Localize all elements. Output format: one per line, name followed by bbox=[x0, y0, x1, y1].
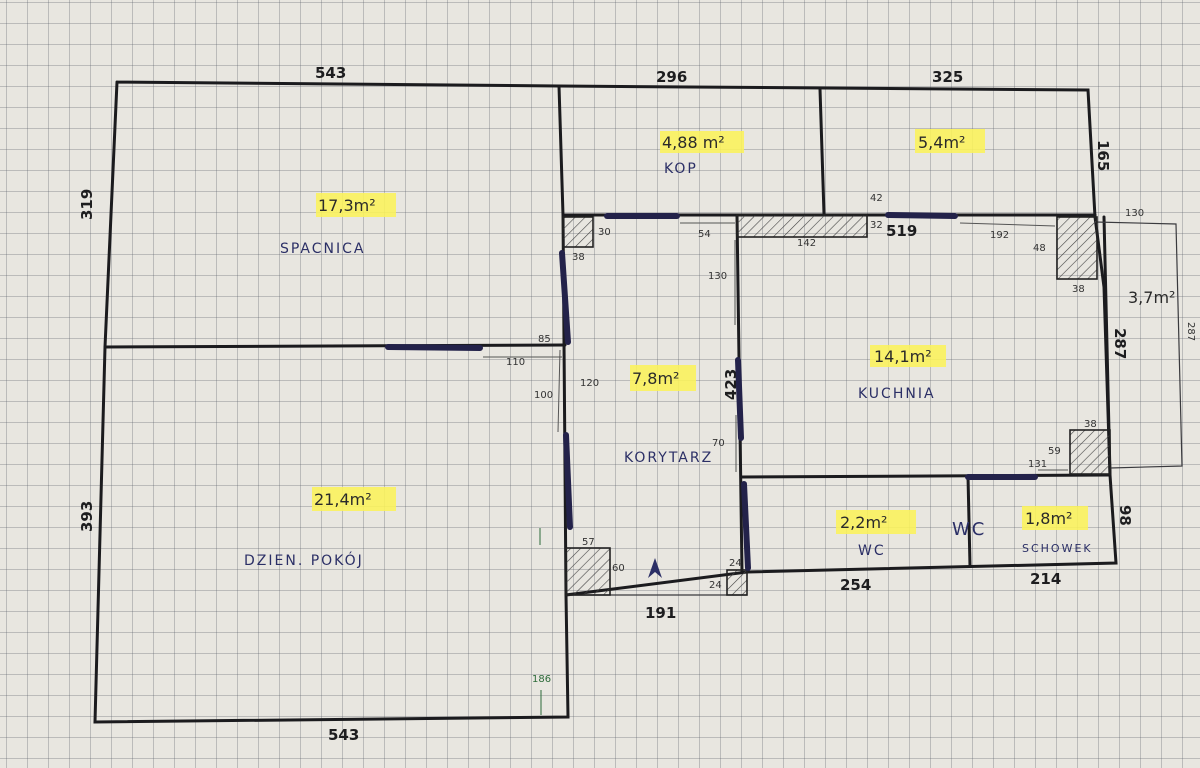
room-54-area: 5,4m² bbox=[918, 133, 965, 152]
sd-24b: 24 bbox=[709, 580, 722, 591]
room-korytarz-area: 7,8m² bbox=[632, 369, 679, 388]
dim-mid-423: 423 bbox=[722, 369, 740, 400]
wall-pantry-outline bbox=[1094, 221, 1183, 469]
dimension-arrows bbox=[483, 222, 1068, 715]
sd-48: 48 bbox=[1033, 243, 1046, 254]
sd-38a: 38 bbox=[572, 252, 585, 263]
dim-bottom-214: 214 bbox=[1030, 570, 1061, 588]
column-hatched-4 bbox=[1069, 429, 1111, 475]
columns bbox=[562, 214, 1111, 596]
dim-right-mid: 287 bbox=[1111, 328, 1129, 359]
arrow-192 bbox=[959, 222, 1056, 227]
hl-korytarz bbox=[630, 365, 696, 391]
sd-120: 120 bbox=[580, 378, 599, 389]
room-wc-area: 2,2m² bbox=[840, 513, 887, 532]
outer-wall bbox=[93, 80, 1118, 724]
small-dimensions: 30 38 54 142 42 32 192 130 48 38 130 85 … bbox=[506, 193, 1144, 685]
sd-110: 110 bbox=[506, 357, 525, 368]
door-kitchen-left bbox=[735, 357, 744, 441]
room-sypialnia-name: SPACNICA bbox=[280, 241, 366, 257]
sd-131: 131 bbox=[1028, 459, 1047, 470]
sd-130b: 130 bbox=[708, 271, 727, 282]
dim-top-left: 543 bbox=[315, 64, 346, 82]
sd-54: 54 bbox=[698, 229, 711, 240]
room-wc-name: WC bbox=[858, 543, 886, 559]
hl-wc bbox=[836, 510, 916, 534]
sd-38c: 38 bbox=[1084, 419, 1097, 430]
room-dzienny-area: 21,4m² bbox=[314, 490, 372, 509]
sd-32: 32 bbox=[870, 220, 883, 231]
room-37-area: 3,7m² bbox=[1128, 288, 1175, 307]
room-schowek-area: 1,8m² bbox=[1025, 509, 1072, 528]
column-hatched-5 bbox=[565, 547, 611, 596]
dim-bottom-mid: 191 bbox=[645, 604, 676, 622]
sd-142: 142 bbox=[797, 238, 816, 249]
door-kitchen-top bbox=[885, 212, 958, 219]
room-wc-label2: WC bbox=[952, 519, 986, 540]
room-dzienny-name: DZIEN. POKÓJ bbox=[244, 551, 364, 569]
hl-54 bbox=[915, 129, 985, 153]
dim-top-right: 325 bbox=[932, 68, 963, 86]
dim-bottom-left: 543 bbox=[328, 726, 359, 744]
sd-57: 57 bbox=[582, 537, 595, 548]
room-kop-area: 4,88 m² bbox=[662, 133, 725, 152]
sd-192: 192 bbox=[990, 230, 1009, 241]
walls bbox=[93, 80, 1183, 724]
door-corridor-top bbox=[559, 250, 571, 345]
wall-kitchen-bottom bbox=[740, 473, 1112, 479]
hl-dzienny bbox=[312, 487, 396, 511]
sd-38b: 38 bbox=[1072, 284, 1085, 295]
wall-bedroom-living bbox=[103, 343, 567, 349]
column-hatched-3 bbox=[1056, 216, 1098, 280]
sd-60: 60 bbox=[612, 563, 625, 574]
dim-bottom-254: 254 bbox=[840, 576, 871, 594]
wall-top-mid-divider bbox=[557, 84, 565, 217]
sd-59a: 59 bbox=[1048, 446, 1061, 457]
doors bbox=[385, 212, 1038, 571]
sd-42: 42 bbox=[870, 193, 883, 204]
hl-kuchnia bbox=[870, 345, 946, 367]
dim-mid-519: 519 bbox=[886, 222, 917, 240]
north-arrow-icon bbox=[648, 558, 662, 578]
sd-85: 85 bbox=[538, 334, 551, 345]
dim-left-bottom: 393 bbox=[78, 501, 96, 532]
room-korytarz-name: KORYTARZ bbox=[624, 450, 713, 466]
dim-right-top: 165 bbox=[1094, 140, 1112, 171]
sd-100: 100 bbox=[534, 390, 553, 401]
sd-30: 30 bbox=[598, 227, 611, 238]
sd-186: 186 bbox=[532, 674, 551, 685]
dim-right-bottom: 98 bbox=[1116, 505, 1134, 526]
wall-wc-schowek bbox=[966, 474, 972, 568]
area-highlights bbox=[312, 129, 1088, 534]
dim-top-mid: 296 bbox=[656, 68, 687, 86]
column-hatched-6 bbox=[726, 569, 748, 596]
wall-kop-right bbox=[818, 87, 826, 216]
hl-kop bbox=[660, 131, 744, 153]
main-dimensions: 543 296 325 165 319 393 543 191 254 214 … bbox=[78, 64, 1196, 744]
door-living bbox=[563, 432, 573, 530]
rooms: 4,88 m² KOP 5,4m² 17,3m² SPACNICA 7,8m² … bbox=[244, 133, 1175, 569]
room-schowek-name: SCHOWEK bbox=[1022, 542, 1093, 555]
room-kuchnia-name: KUCHNIA bbox=[858, 386, 936, 402]
column-hatched-1 bbox=[562, 216, 594, 248]
hl-sypialnia bbox=[316, 193, 396, 217]
sd-70: 70 bbox=[712, 438, 725, 449]
room-kuchnia-area: 14,1m² bbox=[874, 347, 932, 366]
arrow-100 bbox=[557, 349, 561, 433]
hl-schowek bbox=[1022, 506, 1088, 530]
room-kop-name: KOP bbox=[664, 161, 698, 177]
door-bedroom bbox=[385, 344, 483, 351]
sd-24a: 24 bbox=[729, 558, 742, 569]
sd-130a: 130 bbox=[1125, 208, 1144, 219]
dim-far-right: 287 bbox=[1185, 322, 1196, 341]
room-sypialnia-area: 17,3m² bbox=[318, 196, 376, 215]
column-hatched-2 bbox=[736, 214, 868, 238]
dim-left-top: 319 bbox=[78, 189, 96, 220]
door-wc bbox=[741, 481, 751, 571]
